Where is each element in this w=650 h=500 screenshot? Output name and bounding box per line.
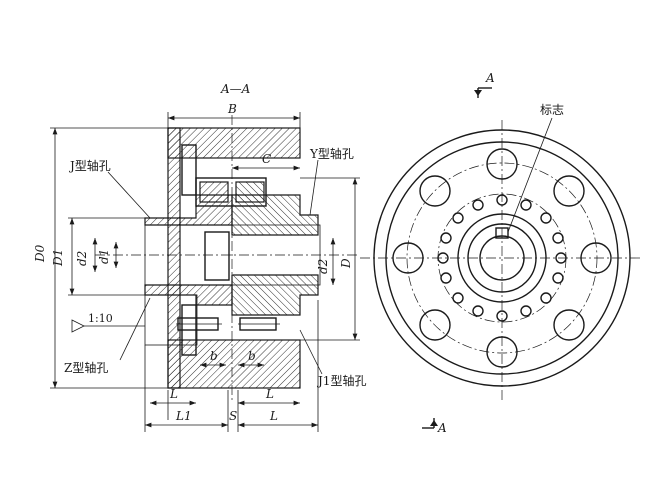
label-d2-left: d2 xyxy=(75,251,89,266)
right-hub-lower xyxy=(231,274,319,316)
left-flange-wall xyxy=(167,127,181,389)
label-D1: D1 xyxy=(51,249,65,267)
large-hole-tr xyxy=(553,175,585,207)
left-hub-rim-top xyxy=(181,144,197,196)
label-D: D xyxy=(339,258,353,269)
label-z-bore: Z型轴孔 xyxy=(64,360,108,375)
left-hub-outline xyxy=(144,294,198,346)
pin-upper-right xyxy=(235,181,265,203)
label-A-bottom: A xyxy=(437,421,447,435)
outer-sleeve-top xyxy=(167,127,301,159)
pin-upper-left xyxy=(199,181,229,203)
label-L-right-bottom: L xyxy=(269,409,278,423)
label-C: C xyxy=(262,152,271,166)
large-hole-tl xyxy=(419,175,451,207)
large-hole-br xyxy=(553,309,585,341)
label-S: S xyxy=(229,409,237,423)
outer-circle xyxy=(373,129,631,387)
label-j1-bore: J1型轴孔 xyxy=(316,373,366,388)
label-mark: 标志 xyxy=(540,103,564,117)
label-L1: L1 xyxy=(175,409,192,423)
label-B: B xyxy=(227,102,237,116)
section-view: B A—A C D0 D1 d2 d1 d2 D J型轴孔 xyxy=(33,82,366,432)
label-j-bore: J型轴孔 xyxy=(68,158,111,173)
label-d1: d1 xyxy=(97,249,111,264)
label-b-left: b xyxy=(210,349,218,363)
label-d2-right: d2 xyxy=(316,259,330,274)
label-L-left: L xyxy=(169,387,178,401)
label-taper: 1:10 xyxy=(88,312,113,325)
label-L-right-top: L xyxy=(265,387,274,401)
label-b-right: b xyxy=(248,349,256,363)
label-A-top: A xyxy=(485,71,495,85)
large-hole-bl xyxy=(419,309,451,341)
label-D0: D0 xyxy=(33,244,47,263)
outer-sleeve-bottom xyxy=(167,339,301,389)
label-y-bore: Y型轴孔 xyxy=(309,146,354,161)
center-pin xyxy=(204,231,230,281)
end-view: 标志 A A xyxy=(360,71,640,435)
pin-upper xyxy=(195,177,267,207)
label-section: A—A xyxy=(220,82,251,96)
